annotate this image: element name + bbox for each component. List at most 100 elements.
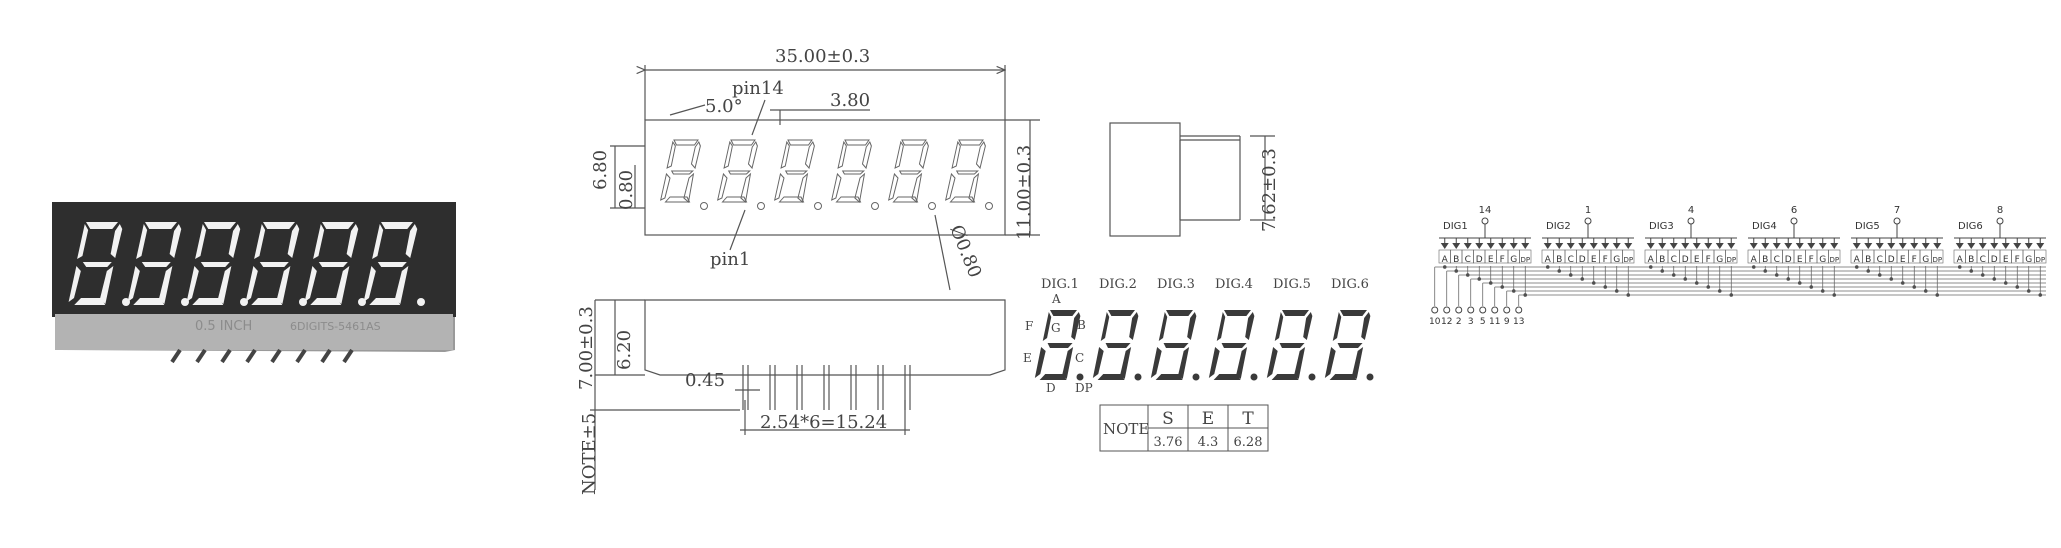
front-digit-outline — [659, 139, 702, 203]
front-digit-outline — [887, 139, 930, 203]
front-digit-outline — [944, 139, 987, 203]
schematic-segment-pin: 9 — [1504, 317, 1510, 327]
pin-width-dimension: 0.45 — [685, 370, 725, 391]
schematic-segment-label: F — [1706, 255, 1711, 265]
schematic-digit-pin: 1 — [1585, 205, 1591, 216]
photo-decimal-point — [122, 298, 130, 306]
segment-cell — [2034, 249, 2047, 264]
schematic-segment-label: D — [1476, 255, 1483, 265]
schematic-segment-label: A — [1957, 255, 1964, 265]
led-diode-icon — [1681, 243, 1690, 249]
body-dimension: 6.20 — [614, 330, 635, 370]
front-digit-outline — [830, 139, 873, 203]
schematic-segment-pin: 10 — [1429, 317, 1441, 327]
schematic-segment-label: B — [1453, 255, 1459, 265]
note-table-value: 3.76 — [1154, 435, 1183, 450]
schematic-segment-label: G — [2025, 255, 2032, 265]
schematic-segment-label: C — [1671, 255, 1677, 265]
led-diode-icon — [1601, 243, 1610, 249]
led-diode-icon — [1921, 243, 1930, 249]
led-diode-icon — [1978, 243, 1987, 249]
segment-label-f: F — [1025, 319, 1033, 333]
led-diode-icon — [1452, 243, 1461, 249]
schematic-digit-label: DIG1 — [1443, 221, 1468, 232]
digit-label: DIG.2 — [1099, 277, 1137, 292]
digit-label: DIG.6 — [1331, 277, 1369, 292]
led-diode-icon — [1933, 243, 1942, 249]
display-label-text: 0.5 INCH — [195, 319, 252, 334]
segment-decimal-point — [1250, 373, 1258, 381]
note-table-value: 4.3 — [1198, 435, 1219, 450]
note-dimension: NOTE±5 — [579, 413, 600, 495]
schematic-segment-pin: 2 — [1456, 317, 1462, 327]
digit-label: DIG.1 — [1041, 277, 1079, 292]
schematic-digit-pin: 8 — [1997, 205, 2003, 216]
schematic-segment-label: C — [1774, 255, 1780, 265]
segment-cell — [1519, 249, 1532, 264]
segment-label-c: C — [1075, 351, 1084, 365]
schematic-segment-label: A — [1545, 255, 1552, 265]
front-decimal-point — [814, 202, 822, 210]
note-table-header: E — [1202, 409, 1214, 429]
segment-decimal-point — [1366, 373, 1374, 381]
photo-decimal-point — [417, 298, 425, 306]
schematic-segment-label: DP — [1829, 256, 1839, 264]
segment-cell — [1622, 249, 1635, 264]
schematic-digit-pin: 6 — [1791, 205, 1797, 216]
schematic-digit-label: DIG5 — [1855, 221, 1880, 232]
schematic-segment-label: B — [1556, 255, 1562, 265]
led-diode-icon — [1543, 243, 1552, 249]
schematic-digit-pin: 4 — [1688, 205, 1694, 216]
schematic-segment-label: B — [1865, 255, 1871, 265]
segment-decimal-point — [1076, 373, 1084, 381]
led-diode-icon — [1704, 243, 1713, 249]
pin-terminal — [1481, 217, 1489, 225]
digit-label: DIG.5 — [1273, 277, 1311, 292]
led-diode-icon — [1749, 243, 1758, 249]
schematic-segment-pin: 3 — [1468, 317, 1474, 327]
segment-decimal-point — [1308, 373, 1316, 381]
schematic-segment-label: C — [1877, 255, 1883, 265]
led-diode-icon — [1658, 243, 1667, 249]
pin-terminal — [1584, 217, 1592, 225]
led-diode-icon — [1761, 243, 1770, 249]
segment-cell — [1828, 249, 1841, 264]
led-diode-icon — [2024, 243, 2033, 249]
front-digit-outline — [716, 139, 759, 203]
schematic-segment-label: E — [2003, 255, 2009, 265]
note-table-header: S — [1162, 409, 1174, 429]
schematic-segment-label: D — [1682, 255, 1689, 265]
photo-decimal-point — [299, 298, 307, 306]
segment-digit — [1266, 310, 1313, 380]
segment-dimension: 0.80 — [616, 170, 637, 210]
schematic-segment-label: DP — [1520, 256, 1530, 264]
schematic-segment-label: G — [1510, 255, 1517, 265]
bottom-body — [644, 299, 1006, 376]
pin-terminal — [1491, 306, 1499, 314]
schematic-segment-label: C — [1568, 255, 1574, 265]
bottom-view-labels: 7.00±0.3 6.20 0.45 2.54*6=15.24 NOTE±5 — [576, 306, 887, 495]
schematic-segment-label: G — [1613, 255, 1620, 265]
segment-digit-row — [1034, 310, 1374, 381]
segment-cell — [1931, 249, 1944, 264]
front-decimal-point — [928, 202, 936, 210]
schematic-digit-label: DIG6 — [1958, 221, 1983, 232]
led-diode-icon — [2013, 243, 2022, 249]
segment-digit — [1324, 310, 1371, 380]
schematic-segment-label: B — [1762, 255, 1768, 265]
led-diode-icon — [1475, 243, 1484, 249]
pin-terminal — [1996, 217, 2004, 225]
front-body — [644, 119, 1006, 236]
pin-terminal — [1443, 306, 1451, 314]
schematic-segment-pin: 11 — [1489, 317, 1500, 327]
led-diode-icon — [1910, 243, 1919, 249]
note-table-title: NOTE — [1103, 420, 1149, 438]
led-diode-icon — [2036, 243, 2045, 249]
product-photo: 0.5 INCH 6DIGITS-5461AS — [52, 202, 456, 364]
bottom-pin-row — [742, 365, 911, 410]
schematic-segment-pin: 5 — [1480, 317, 1486, 327]
schematic-segment-label: DP — [1932, 256, 1942, 264]
